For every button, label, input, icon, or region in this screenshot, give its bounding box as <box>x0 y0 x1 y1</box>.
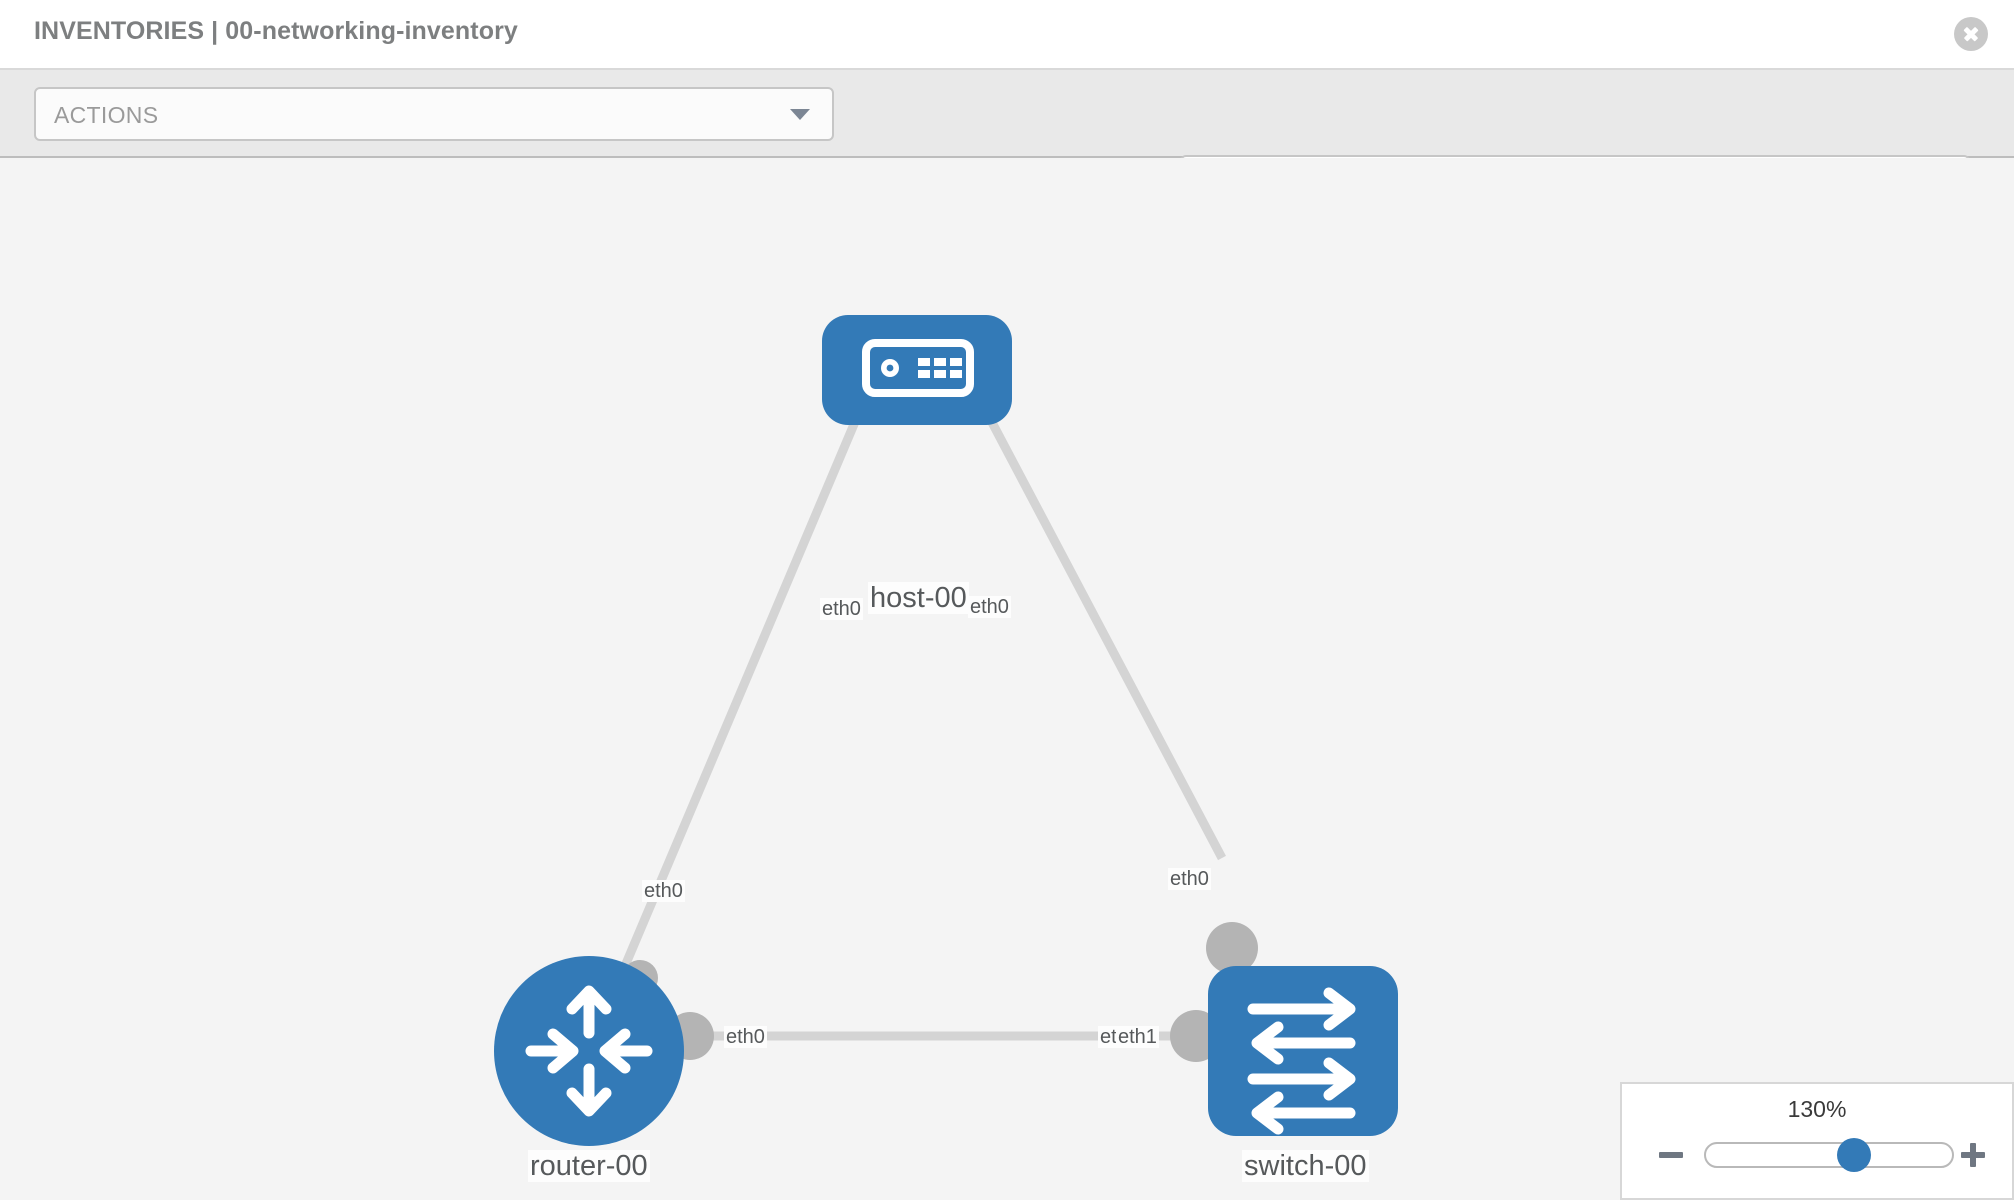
actions-dropdown[interactable]: ACTIONS <box>34 87 834 141</box>
toolbar: ACTIONS SEARCH <box>0 70 2014 209</box>
zoom-in-button[interactable] <box>1956 1136 1990 1174</box>
chevron-down-icon <box>790 109 810 120</box>
zoom-slider-thumb[interactable] <box>1836 1138 1871 1172</box>
router-arrows-icon <box>525 985 653 1117</box>
interface-label-host-left: eth0 <box>820 598 863 621</box>
zoom-control-panel: 130% <box>1620 1082 2014 1200</box>
node-switch-00[interactable] <box>1208 966 1398 1136</box>
node-label-host-00: host-00 <box>868 582 969 615</box>
topology-connectors <box>622 331 1258 1062</box>
page-header: INVENTORIES | 00-networking-inventory <box>0 0 2014 70</box>
zoom-level-value: 130% <box>1787 1096 1847 1122</box>
zoom-out-button[interactable] <box>1654 1136 1688 1174</box>
interface-label-switch-eth1: eth1 <box>1116 1026 1159 1049</box>
node-router-00[interactable] <box>494 956 684 1146</box>
node-label-switch-00: switch-00 <box>1242 1150 1369 1183</box>
actions-dropdown-label: ACTIONS <box>54 102 159 128</box>
close-icon[interactable] <box>1954 17 1988 51</box>
switch-arrows-icon <box>1247 987 1356 1135</box>
interface-label-switch-up: eth0 <box>1168 868 1211 891</box>
interface-label-router-right: eth0 <box>724 1026 767 1049</box>
node-host-00[interactable] <box>822 315 1012 425</box>
node-label-router-00: router-00 <box>528 1150 650 1183</box>
topology-canvas[interactable]: eth0 eth0 eth0 eth0 eth0 eth0 eth1 host-… <box>0 158 2014 1200</box>
server-icon <box>862 339 974 397</box>
topology-graph <box>494 315 1398 1146</box>
interface-label-router-up: eth0 <box>642 880 685 903</box>
topology-links <box>620 355 1226 1041</box>
link-host-switch[interactable] <box>954 355 1226 861</box>
connector-switch-up[interactable] <box>1206 922 1258 974</box>
page-title: INVENTORIES | 00-networking-inventory <box>34 17 518 45</box>
zoom-slider-row <box>1622 1136 2012 1176</box>
link-router-host[interactable] <box>620 356 887 968</box>
zoom-slider-track[interactable] <box>1704 1138 1954 1172</box>
interface-label-host-right: eth0 <box>968 596 1011 619</box>
